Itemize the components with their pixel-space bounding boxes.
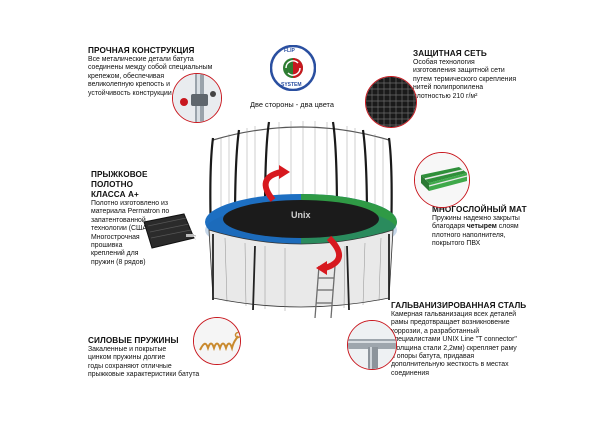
text-line: путем термического скрепления <box>413 75 517 83</box>
text-line: соединены между собой специальным <box>88 64 213 72</box>
text-line: изготовления защитной сети <box>413 67 505 75</box>
text-line: годы сохраняют отличные <box>88 362 172 370</box>
mat-brand-text: Unix <box>291 210 311 220</box>
mat-layers-photo <box>414 152 470 208</box>
multilayer-mat-block: МНОГОСЛОЙНЫЙ МАТ Пружины надежно закрыты… <box>432 205 552 249</box>
flip-bottom-label: SYSTEM <box>281 82 302 88</box>
text-line: благодаря четырем слоям <box>432 223 552 231</box>
strong-frame-text: Все металические детали батута соединены… <box>88 56 213 98</box>
text-line: покрытого ПВХ <box>432 240 481 248</box>
text-line: Камерная гальванизация всех деталей <box>391 311 517 318</box>
text-line: пружин (8 рядов) <box>91 258 146 266</box>
text-line: Особая технология <box>413 59 475 66</box>
text-line: прошивка <box>91 242 123 250</box>
flip-top-label: FLIP <box>284 48 295 54</box>
trampoline-illustration: Unix <box>205 121 397 319</box>
text-line: цинком пружины долгие <box>88 354 166 362</box>
flip-arrow-right <box>323 235 342 271</box>
net-icon <box>366 77 416 127</box>
spring-icon <box>194 318 240 364</box>
flip-system-logo-icon <box>269 44 317 92</box>
flip-arrow-left <box>262 169 282 202</box>
text-part: слоям <box>496 223 519 231</box>
safety-net-block: ЗАЩИТНАЯ СЕТЬ Особая технология изготовл… <box>413 49 538 101</box>
strong-frame-title: ПРОЧНАЯ КОНСТРУКЦИЯ <box>88 46 195 55</box>
safety-net-text: Особая технология изготовления защитной … <box>413 59 538 101</box>
text-line: плотностью 210 г/м² <box>413 92 478 100</box>
text-line: Закаленные и покрытые <box>88 346 167 353</box>
multilayer-mat-text: Пружины надежно закрыты благодаря четыре… <box>432 215 552 249</box>
flip-caption: Две стороны - два цвета <box>250 100 334 109</box>
text-line: специалистами UNIX Line "T connector" <box>391 336 517 344</box>
t-connector-icon <box>348 321 396 369</box>
spring-photo <box>193 317 241 365</box>
text-line: креплений для <box>91 250 139 258</box>
springs-block: СИЛОВЫЕ ПРУЖИНЫ Закаленные и покрытые ци… <box>88 336 213 380</box>
text-line: (толщина стали 2,2мм) скрепляет раму <box>391 344 517 352</box>
flip-system-badge: FLIP SYSTEM <box>269 44 317 92</box>
text-line: и опоры батута, придавая <box>391 353 475 361</box>
multilayer-mat-title: МНОГОСЛОЙНЫЙ МАТ <box>432 205 527 214</box>
text-line: дополнительную жесткость в местах <box>391 361 509 369</box>
net-photo <box>365 76 417 128</box>
title-line: ПРЫЖКОВОЕ ПОЛОТНО <box>91 170 148 189</box>
text-line: коррозии, а разработанный <box>391 327 480 335</box>
jump-mat-sample-icon <box>143 213 196 249</box>
text-part: благодаря <box>432 223 467 231</box>
text-line: крепежом, обеспечивая <box>88 72 165 80</box>
jump-mat-text: Полотно изготовлено из материала Permatr… <box>91 200 191 267</box>
title-line: КЛАССА А+ <box>91 190 139 199</box>
text-line: запатентованной <box>91 216 146 224</box>
text-line: нитей полипропилена <box>413 84 484 92</box>
text-line: рамы предотвращает возникновение <box>391 319 510 327</box>
text-line: великолепную крепость и <box>88 81 170 89</box>
text-part-bold: четырем <box>466 223 497 231</box>
jump-mat <box>223 200 379 238</box>
springs-text: Закаленные и покрытые цинком пружины дол… <box>88 346 213 380</box>
frame-joint-icon <box>173 74 221 122</box>
galvanized-steel-block: ГАЛЬВАНИЗИРОВАННАЯ СТАЛЬ Камерная гальва… <box>391 301 561 378</box>
text-line: материала Permatron по <box>91 208 170 216</box>
ladder <box>314 265 336 319</box>
safety-net-title: ЗАЩИТНАЯ СЕТЬ <box>413 49 487 58</box>
text-line: соединения <box>391 369 429 377</box>
text-line: Пружины надежно закрыты <box>432 215 520 222</box>
mat-layers-icon <box>415 153 469 207</box>
jump-mat-title: ПРЫЖКОВОЕ ПОЛОТНО КЛАССА А+ <box>91 170 191 200</box>
galvanized-steel-text: Камерная гальванизация всех деталей рамы… <box>391 311 561 378</box>
bottom-net-mesh <box>224 237 382 311</box>
springs-title: СИЛОВЫЕ ПРУЖИНЫ <box>88 336 179 345</box>
text-line: прыжковые характеристики батута <box>88 371 200 379</box>
frame-joint-photo <box>172 73 222 123</box>
text-line: технологии (США). <box>91 225 152 233</box>
text-line: устойчивость конструкции <box>88 89 172 97</box>
t-connector-photo <box>347 320 397 370</box>
text-line: Полотно изготовлено из <box>91 200 168 207</box>
strong-frame-block: ПРОЧНАЯ КОНСТРУКЦИЯ Все металические дет… <box>88 46 213 98</box>
trampoline-legs <box>212 234 390 311</box>
galvanized-steel-title: ГАЛЬВАНИЗИРОВАННАЯ СТАЛЬ <box>391 301 527 310</box>
text-line: Все металические детали батута <box>88 56 194 63</box>
text-line: Многострочная <box>91 233 140 241</box>
text-line: плотного наполнителя, <box>432 231 506 239</box>
jump-mat-block: ПРЫЖКОВОЕ ПОЛОТНО КЛАССА А+ Полотно изго… <box>91 170 191 267</box>
